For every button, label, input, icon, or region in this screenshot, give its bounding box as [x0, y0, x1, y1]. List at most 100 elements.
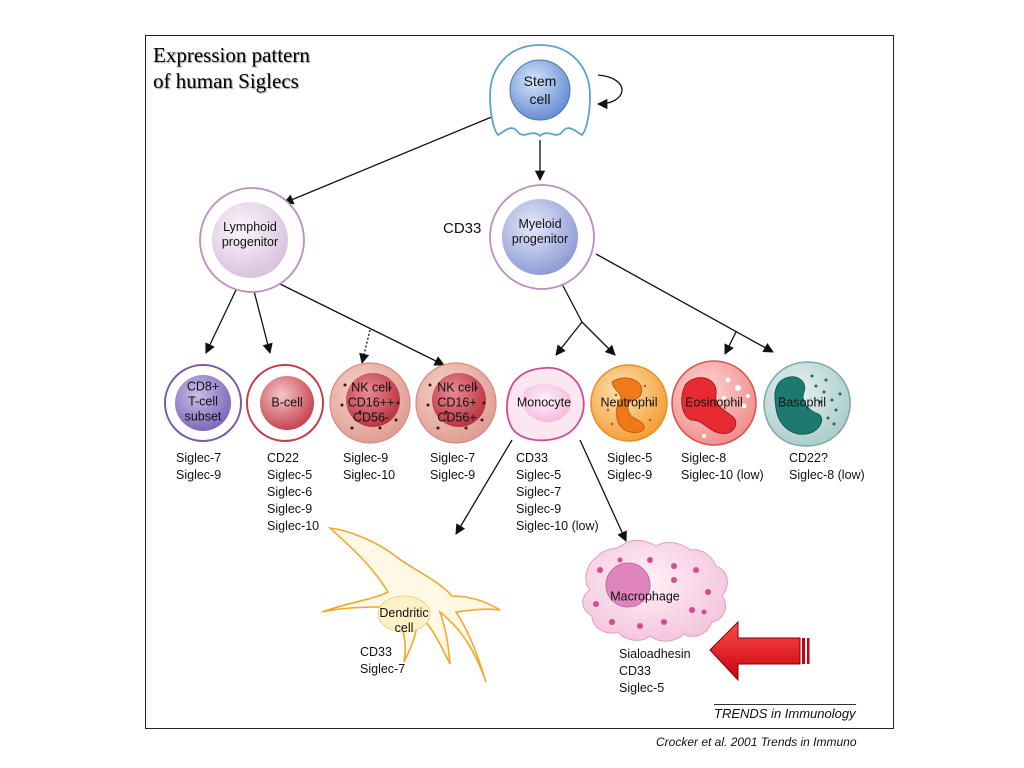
arrow-lymphoid-to-nk2: [275, 281, 445, 366]
nk-cell-cd56-positive-label: NK cell CD16+ CD56+: [437, 381, 477, 426]
macrophage-cell: [582, 539, 728, 642]
lymphoid-progenitor-label: Lymphoid progenitor: [222, 220, 278, 250]
expression-item: CD22: [267, 451, 299, 465]
stem-cell: [489, 44, 591, 138]
dendritic-expression-list: CD33 Siglec-7: [360, 644, 405, 678]
arrow-myeloid-branch: [561, 283, 583, 323]
expression-item: CD22?: [789, 451, 828, 465]
connector-arrows: [205, 74, 774, 542]
expression-item: Siglec-9: [343, 451, 389, 465]
lymphoid-progenitor-cell: [199, 187, 305, 293]
expression-item: Siglec-5: [516, 468, 562, 482]
nk-cell-cd56-positive: [415, 362, 497, 444]
basophil-label: Basophil: [778, 395, 826, 410]
self-renewal-arrow: [596, 74, 623, 110]
nk1-label-line-1: NK cell: [351, 380, 391, 395]
cd8-label-line-3: subset: [184, 409, 222, 424]
basophil-expression-list: CD22? Siglec-8 (low): [789, 450, 865, 484]
myeloid-cd33-marker: CD33: [443, 220, 482, 237]
neutrophil-expression-list: Siglec-5 Siglec-9: [607, 450, 652, 484]
expression-item: Siglec-7: [430, 451, 476, 465]
arrow-to-neutrophil: [581, 321, 616, 356]
expression-item: CD33: [360, 645, 392, 659]
neutrophil-label: Neutrophil: [600, 395, 658, 410]
stem-cell-label-line-2: cell: [529, 91, 551, 107]
dendritic-label-line-1: Dendritic: [379, 606, 429, 620]
monocyte-expression-list: CD33 Siglec-5 Siglec-7 Siglec-9 Siglec-1…: [516, 450, 599, 535]
dendritic-cell-label: Dendritic cell: [379, 606, 428, 636]
dendritic-label-line-2: cell: [394, 621, 414, 635]
nk1-label-line-2: CD16++: [347, 395, 395, 410]
expression-item: Siglec-10: [267, 519, 320, 533]
stem-cell-label-line-1: Stem: [523, 73, 557, 89]
expression-item: Siglec-5: [267, 468, 313, 482]
figure-frame: [145, 35, 894, 729]
bcell-expression-list: CD22 Siglec-5 Siglec-6 Siglec-9 Siglec-1…: [267, 450, 319, 535]
arrow-to-monocyte: [555, 321, 583, 356]
b-cell-label: B-cell: [271, 395, 303, 410]
cd8-expression-list: Siglec-7 Siglec-9: [176, 450, 221, 484]
expression-item: Siglec-9: [430, 468, 476, 482]
lymphoid-label-line-2: progenitor: [221, 235, 279, 249]
cd8-label-line-1: CD8+: [186, 379, 220, 394]
myeloid-label-line-1: Myeloid: [518, 217, 562, 231]
expression-item: Siglec-8 (low): [789, 468, 865, 482]
arrow-lymphoid-to-bcell: [253, 290, 273, 355]
arrow-monocyte-to-dendritic: [455, 439, 513, 535]
expression-item: Siglec-7: [516, 485, 562, 499]
myeloid-progenitor-cell: [489, 184, 595, 290]
citation-label: Crocker et al. 2001 Trends in Immuno: [656, 735, 857, 749]
myeloid-progenitor-label: Myeloid progenitor: [512, 217, 568, 247]
expression-item: Sialoadhesin: [619, 647, 691, 661]
expression-item: Siglec-7: [360, 662, 406, 676]
expression-item: Siglec-6: [267, 485, 313, 499]
macrophage-label: Macrophage: [610, 589, 680, 604]
cd8-t-cell: [164, 364, 242, 442]
stem-cell-label: Stem cell: [524, 72, 557, 108]
arrow-to-eosinophil: [724, 331, 737, 355]
expression-item: CD33: [619, 664, 651, 678]
nk1-label-line-3: CD56-: [352, 410, 390, 425]
expression-item: Siglec-7: [176, 451, 222, 465]
source-label: TRENDS in Immunology: [714, 704, 856, 721]
monocyte-cell: [506, 366, 585, 442]
expression-item: Siglec-9: [267, 502, 313, 516]
expression-item: Siglec-9: [176, 468, 222, 482]
expression-item: Siglec-9: [516, 502, 562, 516]
expression-item: Siglec-5: [607, 451, 653, 465]
expression-item: Siglec-10 (low): [681, 468, 764, 482]
nk2-label-line-3: CD56+: [437, 410, 477, 425]
lymphoid-label-line-1: Lymphoid: [223, 220, 277, 234]
arrow-myeloid-to-basophil: [595, 253, 774, 353]
arrow-dashed-to-nk1: [359, 329, 371, 365]
eosinophil-expression-list: Siglec-8 Siglec-10 (low): [681, 450, 764, 484]
expression-item: Siglec-10: [343, 468, 396, 482]
title-line-1: Expression pattern: [153, 43, 310, 67]
expression-item: Siglec-5: [619, 681, 665, 695]
basophil-cell: [763, 361, 851, 447]
highlight-arrow-icon: [709, 620, 810, 682]
nk2-expression-list: Siglec-7 Siglec-9: [430, 450, 475, 484]
figure-title: Expression pattern of human Siglecs: [153, 42, 310, 94]
nk1-expression-list: Siglec-9 Siglec-10: [343, 450, 395, 484]
title-line-2: of human Siglecs: [153, 69, 299, 93]
nk-cell-cd16-high: [329, 362, 411, 444]
expression-item: CD33: [516, 451, 548, 465]
macrophage-expression-list: Sialoadhesin CD33 Siglec-5: [619, 646, 691, 697]
arrow-lymphoid-to-cd8: [205, 289, 237, 354]
neutrophil-cell: [590, 364, 668, 442]
nk2-label-line-2: CD16+: [437, 395, 477, 410]
cd8-t-cell-label: CD8+ T-cell subset: [185, 380, 222, 425]
expression-item: Siglec-10 (low): [516, 519, 599, 533]
eosinophil-label: Eosinophil: [685, 395, 743, 410]
nk-cell-cd16-high-label: NK cell CD16++ CD56-: [348, 381, 395, 426]
arrow-monocyte-to-macrophage: [579, 439, 627, 542]
expression-item: Siglec-9: [607, 468, 653, 482]
monocyte-label: Monocyte: [516, 395, 572, 410]
expression-item: Siglec-8: [681, 451, 727, 465]
dendritic-cell: [321, 526, 501, 683]
cd8-label-line-2: T-cell: [188, 394, 218, 409]
eosinophil-cell: [671, 360, 757, 446]
arrow-stem-to-lymphoid: [283, 115, 495, 205]
